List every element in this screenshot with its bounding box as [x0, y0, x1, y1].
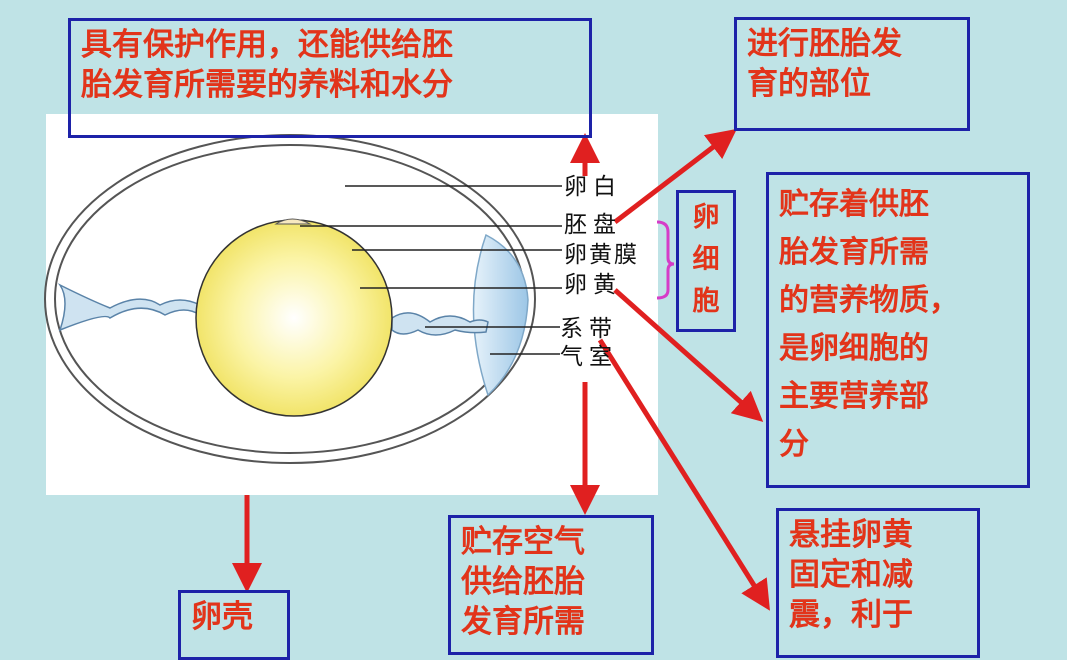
air-cell-function-text: 贮存空气 供给胚胎 发育所需	[461, 524, 585, 640]
label-air-cell: 气室	[560, 344, 618, 370]
yolk-function-box: 贮存着供胚 胎发育所需 的营养物质， 是卵细胞的 主要营养部 分	[766, 172, 1030, 488]
air-cell-function-box: 贮存空气 供给胚胎 发育所需	[448, 515, 654, 655]
label-yolk: 卵黄	[564, 272, 622, 298]
germinal-disc	[274, 218, 312, 225]
label-yolk-membrane: 卵黄膜	[564, 242, 639, 268]
arrow-to-chalaza-box	[597, 338, 770, 611]
arrow-to-germinal-disc-box	[613, 128, 737, 224]
chalaza-left	[57, 283, 201, 332]
arrow-to-yolk-box	[613, 288, 764, 422]
chalaza-function-box: 悬挂卵黄 固定和减 震，利于	[776, 508, 980, 658]
albumen-function-box: 具有保护作用，还能供给胚 胎发育所需要的养料和水分	[68, 18, 592, 138]
egg-cell-box: 卵 细 胞	[676, 190, 736, 332]
shell-text: 卵壳	[191, 599, 253, 635]
label-chalaza: 系带	[560, 316, 618, 342]
egg-diagram-graphics	[44, 128, 770, 611]
chalaza-function-text: 悬挂卵黄 固定和减 震，利于	[789, 517, 913, 633]
egg-cell-bracket	[656, 220, 675, 300]
yolk-function-text: 贮存着供胚 胎发育所需 的营养物质， 是卵细胞的 主要营养部 分	[779, 187, 959, 462]
germinal-disc-function-text: 进行胚胎发 育的部位	[747, 26, 902, 102]
shell-box: 卵壳	[178, 590, 290, 660]
label-albumen: 卵白	[564, 174, 622, 200]
label-germinal-disc: 胚盘	[564, 212, 622, 238]
chalaza-right	[391, 312, 489, 336]
air-cell	[472, 233, 529, 397]
egg-cell-text: 卵 细 胞	[692, 202, 720, 317]
albumen-function-text: 具有保护作用，还能供给胚 胎发育所需要的养料和水分	[81, 27, 453, 103]
germinal-disc-function-box: 进行胚胎发 育的部位	[734, 17, 970, 131]
